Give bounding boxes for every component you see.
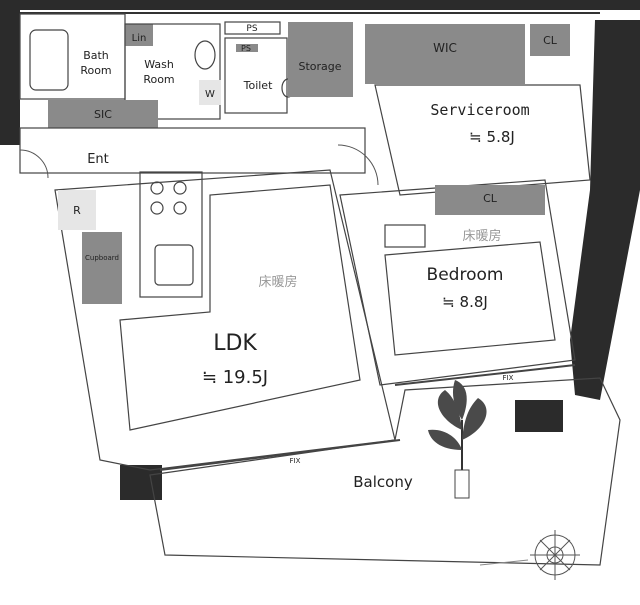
ldk-name: LDK <box>213 331 257 356</box>
cl-bedroom-closet <box>435 185 545 215</box>
bath-label-1: Bath <box>83 49 109 62</box>
serviceroom-name: Serviceroom <box>430 101 529 119</box>
washer-space <box>199 80 221 105</box>
cupboard-label: Cupboard <box>85 254 119 262</box>
bath-label-2: Room <box>80 64 111 77</box>
storage-room <box>288 22 353 97</box>
entrance-hall <box>19 127 366 174</box>
plant-icon <box>428 380 487 499</box>
toilet-label: Toilet <box>243 79 273 92</box>
refrigerator-space <box>58 190 96 230</box>
kitchen-counter <box>139 171 203 298</box>
sink-icon <box>194 40 216 70</box>
left-wall <box>4 10 20 145</box>
sic-label: SIC <box>94 108 112 121</box>
wic-closet <box>365 24 525 84</box>
bedroom-name: Bedroom <box>427 265 504 285</box>
wash-label-2: Room <box>143 73 174 86</box>
balcony <box>149 377 621 566</box>
serviceroom <box>374 84 591 196</box>
floor-heat-bed-label: 床暖房 <box>462 228 501 244</box>
bathtub-icon <box>29 29 69 91</box>
ldk-corner-column <box>120 465 162 500</box>
bedroom-heating-zone <box>384 241 556 356</box>
ldk-area: ≒ 19.5J <box>202 367 268 388</box>
fix-ldk-label: FIX <box>290 457 301 465</box>
stove-icon <box>150 181 187 215</box>
ps-small-label: PS <box>241 44 251 53</box>
cupboard <box>82 232 122 304</box>
w-label: W <box>205 89 215 100</box>
balcony-label: Balcony <box>353 473 413 491</box>
r-label: R <box>73 204 81 217</box>
ps-top-shaft <box>224 21 281 35</box>
lin-closet <box>125 24 153 46</box>
balcony-column <box>515 400 563 432</box>
wash-label-1: Wash <box>144 58 174 71</box>
ps-top-label: PS <box>246 24 257 34</box>
sic-closet <box>48 100 158 128</box>
cl-top-label: CL <box>543 34 558 47</box>
wic-label: WIC <box>433 41 457 55</box>
kitchen-sink-icon <box>154 244 194 286</box>
ldk-heating-zone <box>119 184 361 431</box>
cl-top-closet <box>530 24 570 56</box>
outer-wall-right <box>570 20 640 400</box>
cl-bed-label: CL <box>483 192 498 205</box>
bedroom-area: ≒ 8.8J <box>442 293 488 311</box>
floor-heat-ldk-label: 床暖房 <box>258 274 297 290</box>
ps-small-shaft <box>236 44 258 52</box>
toilet-room <box>224 37 288 114</box>
entrance-door-swing <box>19 149 49 179</box>
storage-label: Storage <box>298 60 341 73</box>
compass-icon <box>479 530 580 580</box>
lin-label: Lin <box>132 33 147 44</box>
bath-room <box>19 13 126 100</box>
serviceroom-area: ≒ 5.8J <box>469 128 515 146</box>
wash-room <box>124 23 221 120</box>
ent-label: Ent <box>87 152 109 167</box>
fix-bed-label: FIX <box>503 374 514 382</box>
